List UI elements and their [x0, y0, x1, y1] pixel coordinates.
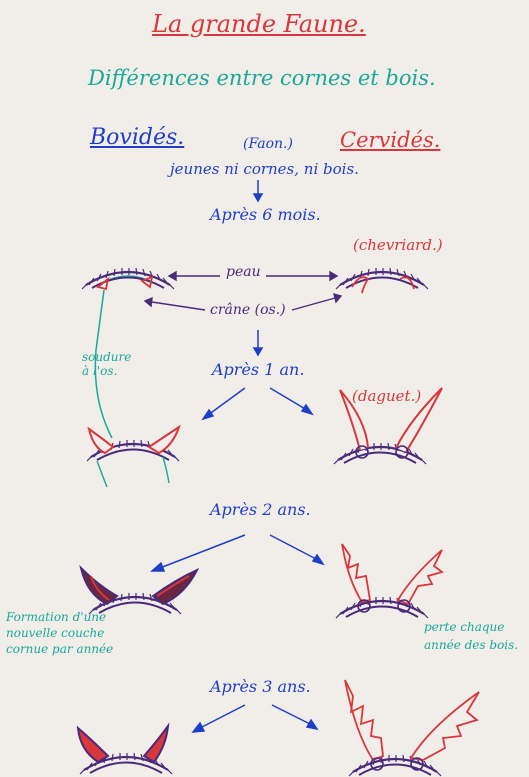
formation-line3: cornue par année [6, 642, 114, 656]
cervide-6-months [334, 266, 430, 294]
perte-line1: perte chaque [424, 620, 505, 634]
stage-6-months: Après 6 mois. [210, 205, 321, 224]
chevriard-label: (chevriard.) [353, 236, 443, 254]
cervide-2-years [334, 543, 444, 620]
daguet-label: (daguet.) [352, 387, 422, 405]
bovide-1-year [85, 424, 181, 488]
heading-bovides: Bovidés. [90, 125, 185, 150]
page-title: La grande Faune. [152, 10, 366, 38]
formation-line2: nouvelle couche [6, 626, 105, 640]
bovide-3-years [76, 722, 174, 776]
peau-label: peau [226, 264, 261, 280]
perte-line2: année des bois. [424, 638, 519, 652]
cervide-3-years [344, 679, 480, 777]
bovide-6-months [80, 266, 176, 291]
stage-1-year: Après 1 an. [212, 360, 305, 379]
stage-2-years: Après 2 ans. [210, 500, 311, 519]
soudure-line [94, 289, 113, 439]
peau-arrows [143, 270, 343, 311]
faon-note: jeunes ni cornes, ni bois. [170, 160, 359, 178]
page-subtitle: Différences entre cornes et bois. [88, 66, 436, 90]
soudure-label-line2: à l'os. [82, 364, 118, 378]
soudure-label-line1: soudure [82, 350, 132, 364]
heading-cervides: Cervidés. [340, 128, 441, 152]
cervide-1-year [332, 387, 443, 466]
stage-3-years: Après 3 ans. [210, 677, 311, 696]
crane-label: crâne (os.) [210, 302, 286, 318]
formation-line1: Formation d'une [6, 610, 107, 624]
bovide-2-years [79, 564, 200, 616]
diverge-arrows [150, 387, 325, 733]
faon-label: (Faon.) [243, 136, 293, 152]
